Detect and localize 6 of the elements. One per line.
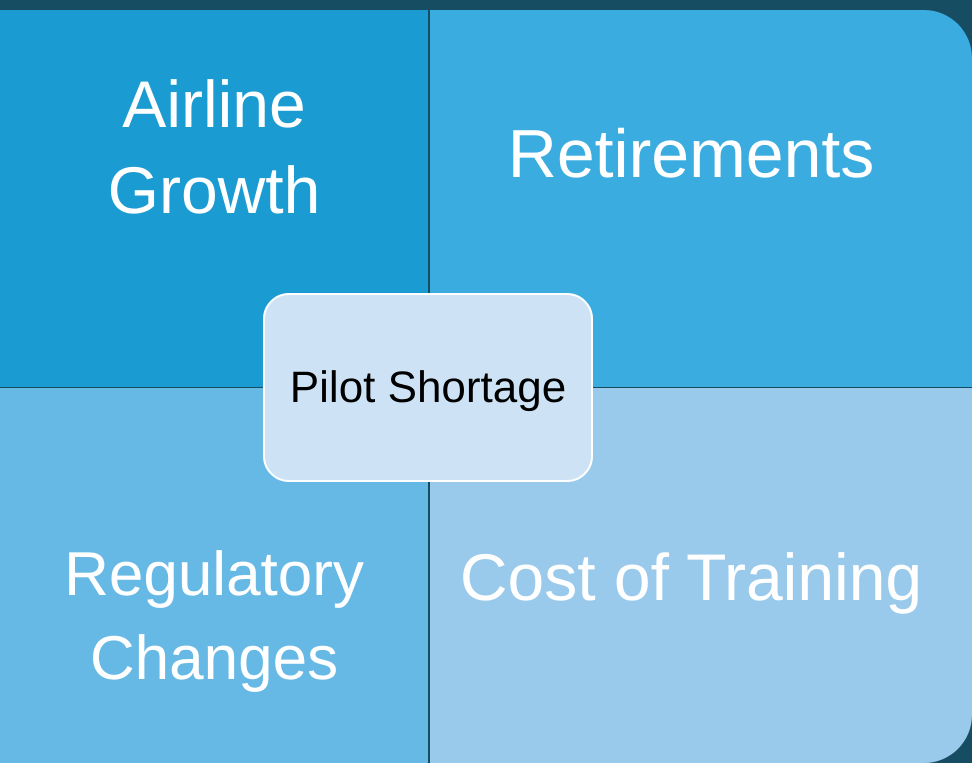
node-label: Cost of Training [460, 539, 922, 616]
node-label: Airline Growth [106, 66, 322, 229]
node-label: Retirements [508, 115, 874, 194]
center-box [263, 293, 593, 482]
node-label: Pilot Shortage [290, 362, 566, 414]
node-label: Regulatory Changes [63, 539, 365, 695]
